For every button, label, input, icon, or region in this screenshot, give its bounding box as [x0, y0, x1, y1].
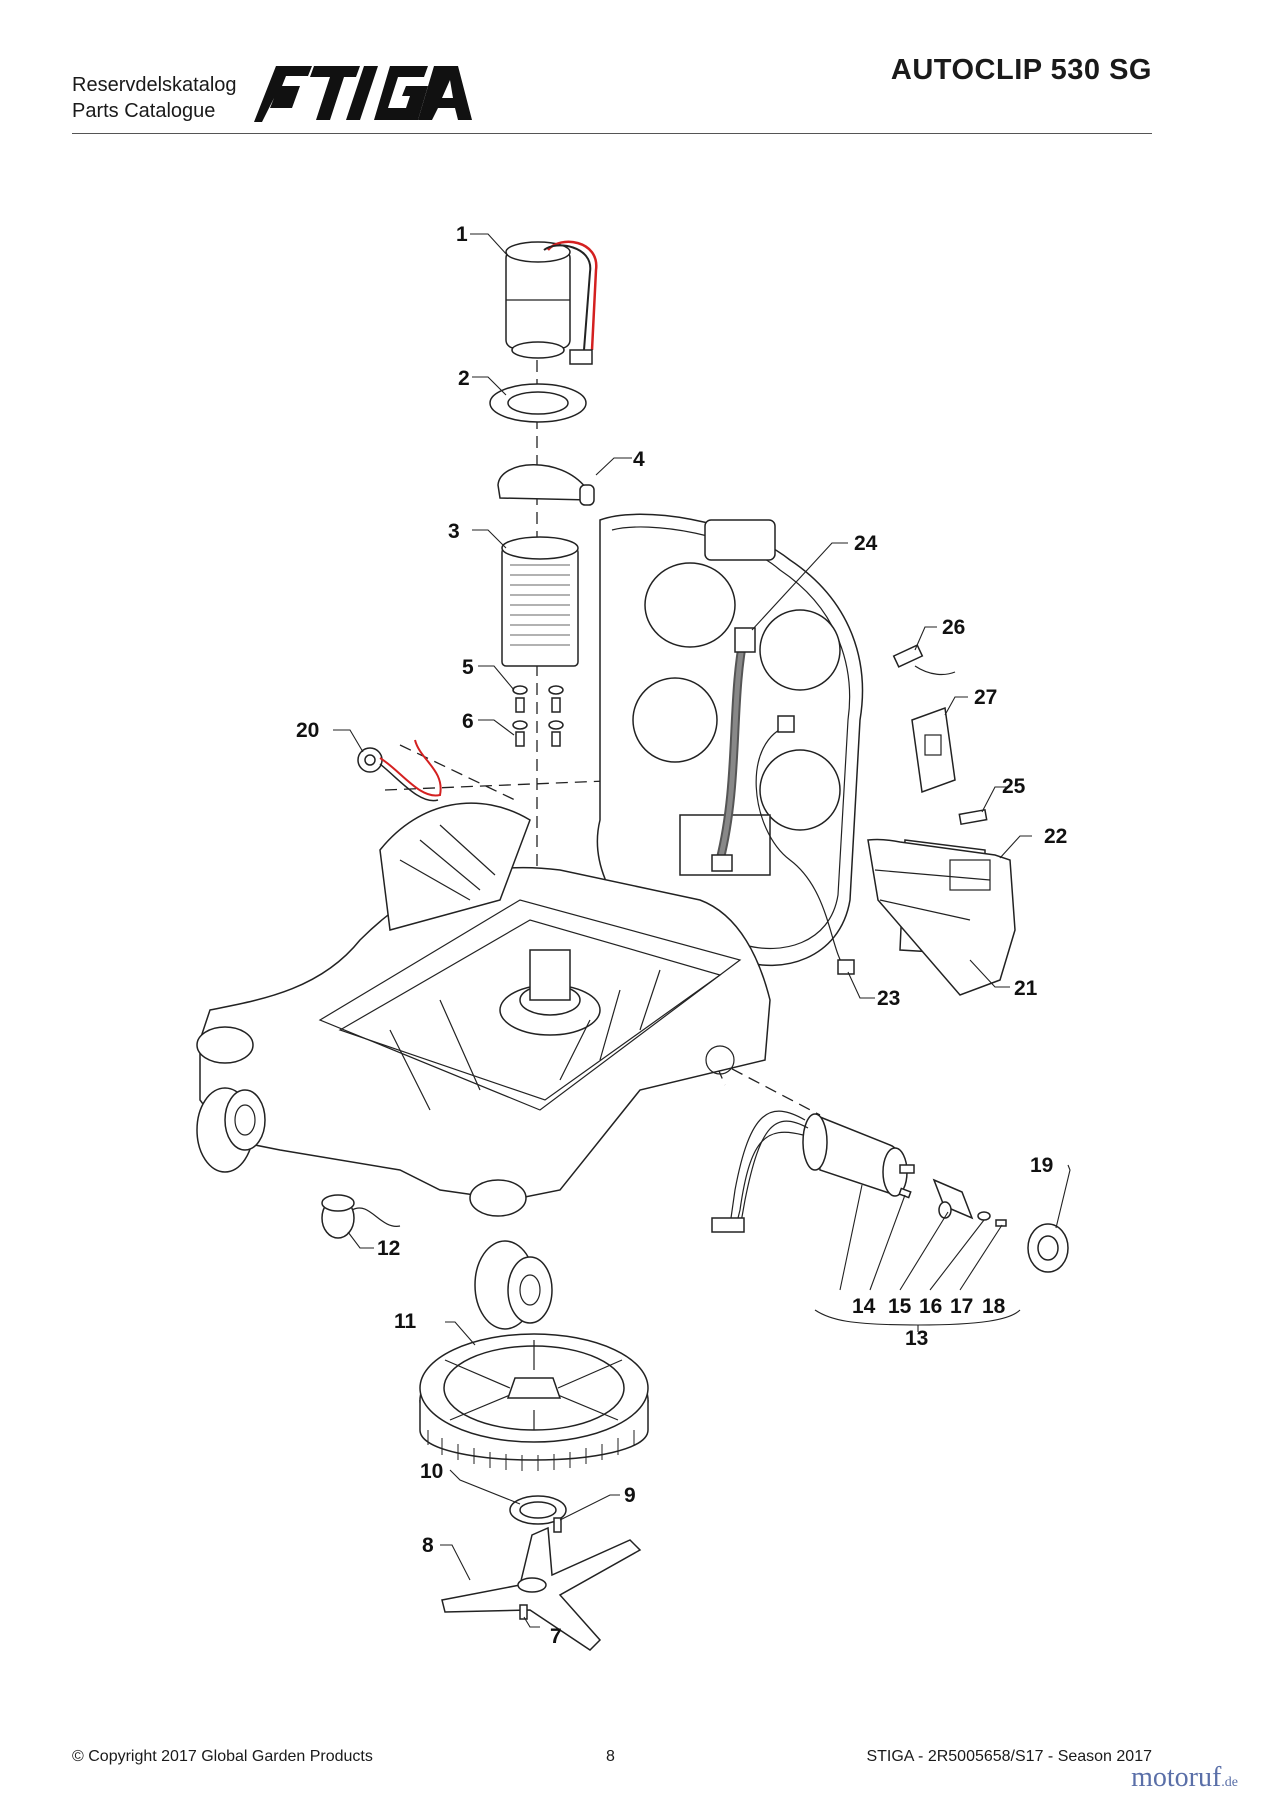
callout-22: 22 — [1044, 825, 1067, 848]
board-27 — [911, 706, 956, 794]
drive-motor-13 — [711, 1110, 908, 1233]
watermark-tld: .de — [1221, 1775, 1238, 1790]
callout-24: 24 — [854, 532, 878, 555]
leader-lines — [333, 233, 1071, 1628]
circuit-boards — [867, 838, 1016, 996]
copyright: © Copyright 2017 Global Garden Products — [72, 1748, 373, 1765]
callout-12: 12 — [377, 1237, 400, 1260]
callout-2: 2 — [458, 367, 470, 390]
blade-motor — [505, 240, 598, 365]
gasket — [489, 383, 587, 423]
watermark: motoruf.de — [1131, 1762, 1238, 1794]
callout-15: 15 — [888, 1295, 912, 1318]
stiga-logo — [254, 66, 472, 122]
cable-23 — [755, 715, 855, 975]
upper-housing — [596, 513, 864, 967]
callout-4: 4 — [633, 448, 645, 471]
header-divider — [72, 133, 1152, 134]
callout-3: 3 — [448, 520, 460, 543]
sensor-with-cable — [357, 739, 442, 802]
callout-7: 7 — [550, 1625, 562, 1648]
flange-19 — [1027, 1223, 1069, 1273]
callout-10: 10 — [420, 1460, 443, 1483]
cable-26 — [892, 644, 956, 676]
callout-20: 20 — [296, 719, 319, 742]
washers-and-screws — [512, 685, 564, 747]
wire-harness-24 — [711, 627, 756, 872]
front-caster-right — [469, 1179, 553, 1330]
callout-11: 11 — [394, 1310, 417, 1333]
ring-10 — [509, 1495, 567, 1525]
document-reference: STIGA - 2R5005658/S17 - Season 2017 — [866, 1748, 1152, 1765]
callout-21: 21 — [1014, 977, 1038, 1000]
callout-25: 25 — [1002, 775, 1026, 798]
motor-cover — [501, 536, 579, 667]
callout-18: 18 — [982, 1295, 1006, 1318]
mount-pattern — [705, 1045, 735, 1075]
callout-9: 9 — [624, 1484, 636, 1507]
callout-26: 26 — [942, 616, 965, 639]
coil-12 — [321, 1194, 401, 1239]
blade-disc-11 — [419, 1333, 649, 1471]
motor-small-parts — [898, 1164, 1007, 1227]
part-25 — [958, 808, 988, 826]
model-title: AUTOCLIP 530 SG — [890, 54, 1152, 86]
screw-9 — [553, 1517, 562, 1533]
callout-1: 1 — [456, 223, 468, 246]
screw-7 — [519, 1604, 528, 1620]
cutting-blade-8 — [441, 1526, 642, 1651]
catalogue-label-sv: Reservdelskatalog — [72, 74, 237, 96]
callout-6: 6 — [462, 710, 474, 733]
callout-23: 23 — [877, 987, 900, 1010]
watermark-name: motoruf — [1131, 1762, 1222, 1793]
callout-19: 19 — [1030, 1154, 1053, 1177]
page-number: 8 — [606, 1748, 615, 1765]
callout-8: 8 — [422, 1534, 434, 1557]
catalogue-label-en: Parts Catalogue — [72, 100, 216, 122]
callout-5: 5 — [462, 656, 474, 679]
callout-14: 14 — [852, 1295, 876, 1318]
callout-27: 27 — [974, 686, 997, 709]
callout-17: 17 — [950, 1295, 973, 1318]
callout-16: 16 — [919, 1295, 942, 1318]
front-caster-left — [196, 1026, 266, 1173]
clamp — [497, 464, 595, 506]
callout-13: 13 — [905, 1327, 928, 1350]
chassis — [199, 802, 771, 1201]
